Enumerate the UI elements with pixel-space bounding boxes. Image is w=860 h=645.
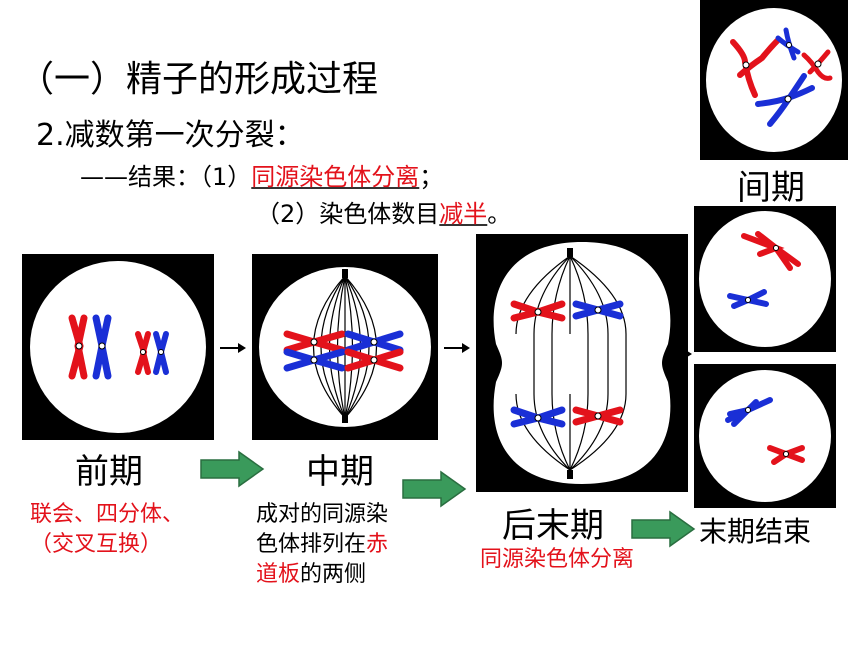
stage-label-prophase: 前期 xyxy=(75,452,143,492)
green-arrow-3 xyxy=(631,510,696,548)
stage-label-telophase-end: 末期结束 xyxy=(699,515,812,548)
result-item1-end: ； xyxy=(419,163,444,191)
result-item1-num: （1） xyxy=(200,163,252,191)
metaphase-panel xyxy=(252,254,438,440)
result-item2-text: 减半 xyxy=(439,200,488,228)
interphase-cell-image xyxy=(706,8,842,152)
prophase-panel xyxy=(22,254,214,440)
result-item2-prefix: （2）染色体数目 xyxy=(256,200,440,228)
metaphase-note-line-2: 色体排列在赤 xyxy=(256,530,388,560)
metaphase-note: 成对的同源染 色体排列在赤 道板的两侧 xyxy=(256,500,388,590)
arrow-metaphase-to-anaphase xyxy=(444,343,470,353)
metaphase-note-line-2a: 色体排列在 xyxy=(256,532,367,557)
metaphase-note-line-3a: 道板 xyxy=(256,562,301,587)
green-arrow-2 xyxy=(402,470,467,508)
prophase-note-line-1: 联会、四分体、 xyxy=(30,502,185,527)
page-title: （一）精子的形成过程 xyxy=(18,59,379,100)
anaphase-telophase-panel xyxy=(476,234,688,492)
interphase-panel xyxy=(700,0,848,160)
metaphase-cell-image xyxy=(259,267,431,427)
telophase-cell-bottom-panel xyxy=(694,364,836,508)
metaphase-note-line-3b: 的两侧 xyxy=(300,562,367,587)
result-line-1: ——结果：（1）同源染色体分离； xyxy=(80,157,443,192)
arrow-anaphase-to-telophase xyxy=(666,349,692,359)
telophase-cell-top-panel xyxy=(694,206,836,352)
result-line-2: （2）染色体数目减半。 xyxy=(256,194,511,229)
arrow-prophase-to-metaphase xyxy=(220,343,246,353)
anaphase-note: 同源染色体分离 xyxy=(480,547,635,572)
anaphase-telophase-cell-image xyxy=(493,242,671,484)
prophase-note: 联会、四分体、 （交叉互换） xyxy=(30,500,184,560)
result-item2-end: 。 xyxy=(487,200,512,228)
metaphase-note-line-2b: 赤 xyxy=(366,532,389,557)
prophase-cell-image xyxy=(30,261,206,433)
stage-label-metaphase: 中期 xyxy=(306,452,374,492)
result-item1-text: 同源染色体分离 xyxy=(251,163,420,191)
green-arrow-1 xyxy=(200,450,265,488)
section-subtitle: 2.减数第一次分裂： xyxy=(36,118,305,153)
stage-label-interphase: 间期 xyxy=(737,168,805,208)
prophase-note-line-2: （交叉互换） xyxy=(30,532,163,557)
metaphase-note-line-1: 成对的同源染 xyxy=(256,502,389,527)
telophase-cell-top-image xyxy=(699,211,831,347)
telophase-cell-bottom-image xyxy=(699,370,831,502)
stage-label-anaphase-telophase: 后末期 xyxy=(502,506,604,546)
metaphase-note-line-3: 道板的两侧 xyxy=(256,560,388,590)
result-prefix: ——结果： xyxy=(80,163,200,191)
